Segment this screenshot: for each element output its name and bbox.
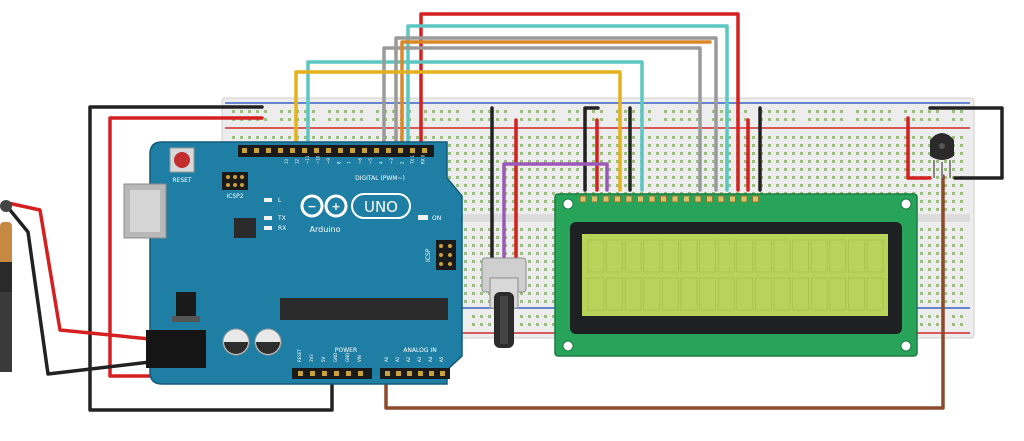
wire-brown-sensor <box>384 174 945 410</box>
lcd-display <box>554 193 918 357</box>
voltage-regulator <box>176 292 196 316</box>
analog-header: A0 A1 A2 A3 A4 A5 ANALOG IN <box>380 347 450 379</box>
brand-label: Arduino <box>310 225 341 234</box>
temperature-sensor <box>930 133 954 178</box>
digital-pin-label: 8 <box>337 161 342 164</box>
analog-pin-label: A1 <box>395 356 400 362</box>
icsp-label: ICSP <box>425 248 432 262</box>
wire-orange <box>400 40 712 152</box>
digital-pin-label: ~5 <box>368 158 373 164</box>
l-led-label: L <box>278 197 282 204</box>
wire-red-sensor <box>906 116 932 180</box>
usb-chip <box>234 218 256 238</box>
power-pin-label: 3V3 <box>309 354 314 362</box>
model-label: UNO <box>364 198 398 216</box>
digital-pin-label: ~6 <box>358 158 363 164</box>
tx-led <box>264 216 272 220</box>
on-led-label: ON <box>432 215 441 222</box>
power-jack <box>146 330 206 368</box>
icsp-header: ICSP <box>425 240 456 270</box>
digital-header: 13 12 ~11 ~10 ~9 8 7 ~6 ~5 4 ~3 2 TX 1 RX 0 DIGITAL (… <box>238 145 434 182</box>
svg-text:+: + <box>331 200 340 213</box>
rx-led <box>264 226 272 230</box>
digital-pin-label: RX 0 <box>421 154 426 164</box>
digital-pin-label: 12 <box>295 158 300 164</box>
icsp2-label: ICSP2 <box>226 193 243 200</box>
l-led <box>264 198 272 202</box>
analog-pin-label: A4 <box>428 356 433 362</box>
wire-black-gnd-loop <box>88 105 334 412</box>
power-pin-label: 5V <box>321 356 326 362</box>
battery-probe <box>0 200 12 372</box>
digital-pin-label: ~3 <box>389 158 394 164</box>
wire-black-battery <box>8 208 152 376</box>
wire-cyan-2 <box>306 60 644 192</box>
analog-label: ANALOG IN <box>403 347 436 354</box>
arduino-logo: − + UNO Arduino <box>300 193 411 234</box>
wire-black-sensor <box>928 106 1004 180</box>
power-pin-label: GND <box>345 353 350 362</box>
potentiometer[interactable] <box>481 257 527 348</box>
wire-cyan-1 <box>406 24 729 192</box>
power-pin-label: GND <box>333 353 338 362</box>
digital-pin-label: 4 <box>379 161 384 164</box>
atmega-chip <box>280 298 448 320</box>
lcd-screen <box>582 234 888 316</box>
digital-pin-label: 13 <box>284 158 289 164</box>
wire-yellow <box>294 70 622 192</box>
wire-gray-1 <box>394 36 718 192</box>
rx-led-label: RX <box>278 225 286 232</box>
digital-pin-label: ~11 <box>305 155 310 164</box>
svg-text:−: − <box>307 200 316 213</box>
on-led <box>418 215 428 220</box>
analog-pin-label: A2 <box>406 356 411 362</box>
wire-purple-pot <box>502 162 609 264</box>
icsp2-header: ICSP2 <box>222 172 248 200</box>
power-label: POWER <box>335 347 357 354</box>
digital-pin-label: 2 <box>400 161 405 164</box>
digital-pin-label: 7 <box>347 161 352 164</box>
tx-led-label: TX <box>277 215 286 222</box>
power-pin-label: RESET <box>297 349 302 362</box>
digital-pin-label: TX 1 <box>410 155 415 165</box>
power-pin-label: VIN <box>357 355 362 362</box>
digital-label: DIGITAL (PWM~) <box>355 175 405 182</box>
arduino-uno-board: RESET ICSP2 13 12 ~11 ~10 ~9 8 7 ~6 ~5 4 ~3 2 TX 1 RX… <box>123 141 463 385</box>
power-header: RESET 3V3 5V GND GND VIN POWER <box>292 347 372 379</box>
analog-pin-label: A0 <box>384 356 389 362</box>
digital-pin-label: ~9 <box>326 158 331 164</box>
reset-label: RESET <box>172 177 192 184</box>
wire-red-battery <box>6 201 162 342</box>
wires <box>6 12 1004 412</box>
wire-red-top <box>419 12 740 192</box>
wire-gray-2 <box>382 46 702 192</box>
analog-pin-label: A3 <box>417 356 422 362</box>
digital-pin-label: ~10 <box>316 155 321 164</box>
analog-pin-label: A5 <box>439 356 444 362</box>
